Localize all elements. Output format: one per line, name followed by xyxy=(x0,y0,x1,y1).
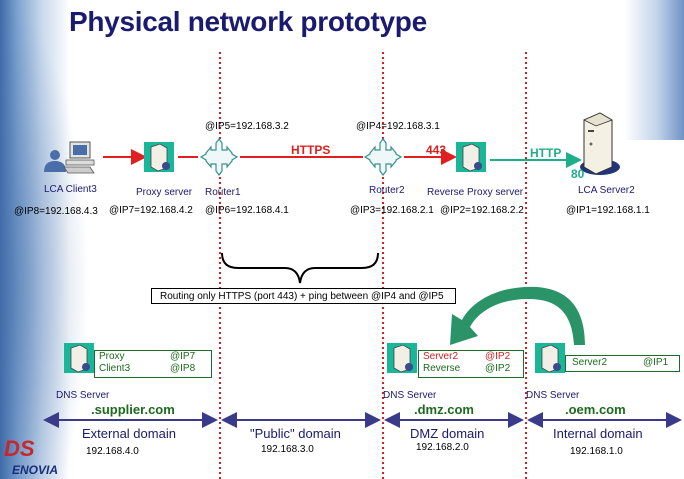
dns-entry-ip: @IP1 xyxy=(643,357,669,368)
user-workstation-icon xyxy=(44,141,95,174)
subnet-public: 192.168.3.0 xyxy=(261,444,314,455)
subnet-dmz: 192.168.2.0 xyxy=(416,442,469,453)
background-glow-left xyxy=(0,0,90,479)
proxy-server-icon xyxy=(144,142,174,172)
background-swoosh-right xyxy=(624,0,684,140)
router2-ip-top: @IP4=192.168.3.1 xyxy=(356,121,440,132)
dns-entry-name: Reverse xyxy=(423,363,461,374)
port-443-label: 443 xyxy=(426,143,447,157)
domain-label-public: "Public" domain xyxy=(250,426,341,441)
page-title: Physical network prototype xyxy=(69,6,427,37)
routing-note: Routing only HTTPS (port 443) + ping bet… xyxy=(151,288,456,304)
ds-logo-icon: DS xyxy=(4,436,35,461)
http-label: HTTP xyxy=(530,146,562,160)
client3-ip: @IP8=192.168.4.3 xyxy=(14,206,98,217)
dns-server-icon-internal xyxy=(535,343,565,373)
tower-server-icon xyxy=(580,112,620,175)
server2-label: LCA Server2 xyxy=(578,185,635,196)
subnet-external: 192.168.4.0 xyxy=(86,446,139,457)
router1-icon xyxy=(199,138,239,176)
reverse-proxy-label: Reverse Proxy server xyxy=(427,187,524,198)
dns-server-label-external: DNS Server xyxy=(56,390,110,401)
domain-name-dmz: .dmz.com xyxy=(414,402,474,417)
dns-server-icon-external xyxy=(64,343,94,373)
reverse-proxy-ip: @IP2=192.168.2.2 xyxy=(440,205,524,216)
dns-entry-ip: @IP7 xyxy=(170,351,196,362)
dns-table-internal: Server2 @IP1 xyxy=(565,355,680,372)
router2-ip-bottom: @IP3=192.168.2.1 xyxy=(350,205,434,216)
router2-icon xyxy=(363,138,403,176)
router1-ip-bottom: @IP6=192.168.4.1 xyxy=(205,205,289,216)
dns-entry-name: Proxy xyxy=(99,351,125,362)
domain-label-external: External domain xyxy=(82,426,176,441)
dns-entry-ip: @IP8 xyxy=(170,363,196,374)
dns-entry-ip: @IP2 xyxy=(485,363,511,374)
router1-label: Router1 xyxy=(205,187,241,198)
dns-server-label-internal: DNS Server xyxy=(526,390,580,401)
dns-entry-name: Server2 xyxy=(423,351,459,362)
dns-table-dmz: Server2 @IP2 Reverse @IP2 xyxy=(418,350,524,378)
domain-name-internal: .oem.com xyxy=(565,402,626,417)
dns-entry-ip: @IP2 xyxy=(485,351,511,362)
proxy-ip: @IP7=192.168.4.2 xyxy=(109,205,193,216)
dns-entry-name: Server2 xyxy=(572,357,608,368)
subnet-internal: 192.168.1.0 xyxy=(570,446,623,457)
router1-ip-top: @IP5=192.168.3.2 xyxy=(205,121,289,132)
domain-label-internal: Internal domain xyxy=(553,426,643,441)
dns-redirect-arrow xyxy=(450,286,585,345)
dns-entry-name: Client3 xyxy=(99,363,131,374)
dns-table-external: Proxy @IP7 Client3 @IP8 xyxy=(94,350,212,378)
domain-label-dmz: DMZ domain xyxy=(410,426,485,441)
enovia-logo: ENOVIA xyxy=(12,463,59,477)
dns-server-icon-dmz xyxy=(387,343,417,373)
port-80-label: 80 xyxy=(571,167,585,181)
client3-label: LCA Client3 xyxy=(44,184,97,195)
domain-name-external: .supplier.com xyxy=(91,402,175,417)
reverse-proxy-server-icon xyxy=(456,142,486,172)
dns-server-label-dmz: DNS Server xyxy=(383,390,437,401)
proxy-label: Proxy server xyxy=(136,187,193,198)
https-label: HTTPS xyxy=(291,143,331,157)
server2-ip: @IP1=192.168.1.1 xyxy=(566,205,650,216)
brace xyxy=(221,252,379,284)
router2-label: Router2 xyxy=(369,185,405,196)
